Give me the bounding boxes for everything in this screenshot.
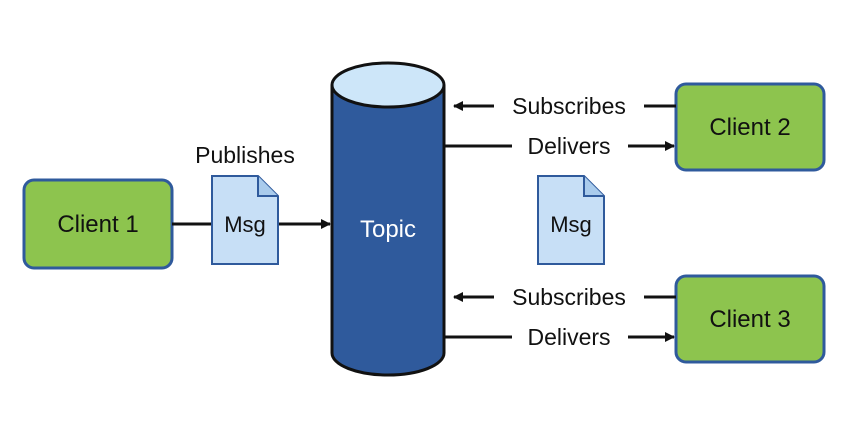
topic-cylinder-body xyxy=(330,85,446,377)
subscribes-2-label: Subscribes xyxy=(512,93,626,119)
topic-node: Topic xyxy=(330,61,446,377)
delivered-msg-document: Msg xyxy=(537,175,605,265)
published-msg-label: Msg xyxy=(224,212,266,237)
subscribes-3-label: Subscribes xyxy=(512,284,626,310)
client-3-box xyxy=(674,274,826,364)
delivers-2-label: Delivers xyxy=(527,133,610,159)
client-1-node: Client 1 xyxy=(22,178,174,270)
published-msg-fold xyxy=(257,176,278,197)
client-1-label: Client 1 xyxy=(57,211,138,238)
published-msg-shape xyxy=(211,175,279,265)
published-msg-document: Msg xyxy=(211,175,279,265)
client-2-box xyxy=(674,82,826,172)
delivered-msg-shape xyxy=(537,175,605,265)
delivered-msg-fold xyxy=(583,176,604,197)
client-2-node: Client 2 xyxy=(674,82,826,172)
client-3-node: Client 3 xyxy=(674,274,826,364)
topic-cylinder-top xyxy=(330,61,446,109)
topic-label: Topic xyxy=(360,216,416,243)
publishes-label: Publishes xyxy=(195,142,295,168)
client-2-label: Client 2 xyxy=(709,114,790,141)
client-3-label: Client 3 xyxy=(709,306,790,333)
delivered-msg-label: Msg xyxy=(550,212,592,237)
delivers-3-label: Delivers xyxy=(527,324,610,350)
